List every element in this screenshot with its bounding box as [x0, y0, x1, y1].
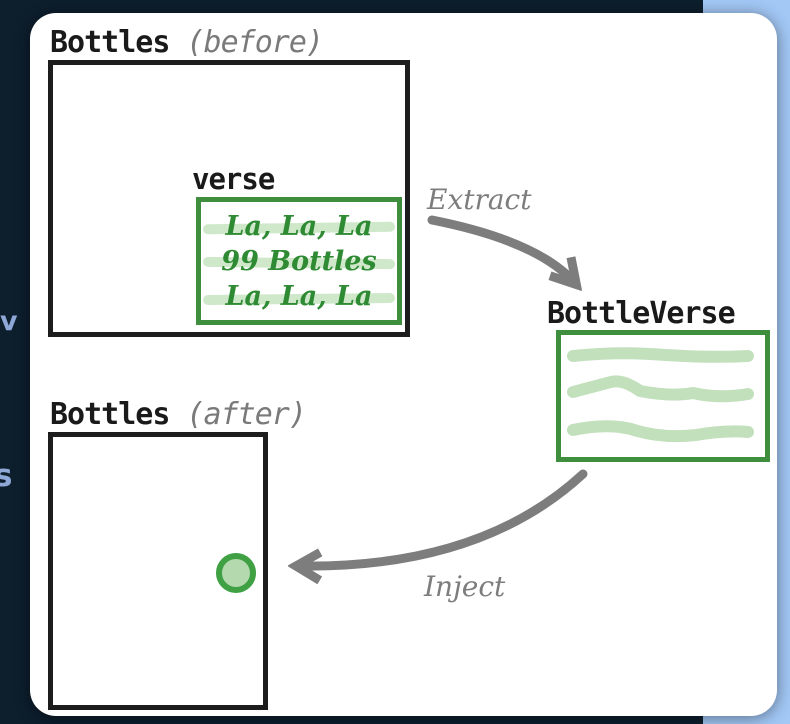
bottleverse-content-waves-icon [567, 347, 754, 443]
clipped-background-text-v: v [0, 306, 18, 337]
verse-box-content: La, La, La 99 Bottles La, La, La [201, 202, 397, 320]
verse-line-3: La, La, La [225, 280, 373, 312]
bottleverse-title: BottleVerse [547, 296, 736, 331]
verse-line-1: La, La, La [225, 210, 373, 242]
after-title: Bottles (after) [50, 397, 307, 432]
before-title: Bottles (before) [50, 25, 324, 60]
bottleverse-box [556, 330, 770, 462]
inject-label: Inject [424, 570, 506, 603]
after-title-qualifier: (after) [186, 397, 307, 432]
inject-arrow-icon [298, 469, 588, 566]
before-title-class-name: Bottles [50, 25, 170, 60]
extract-label: Extract [427, 183, 532, 216]
verse-box: La, La, La 99 Bottles La, La, La [196, 197, 402, 325]
verse-method-label: verse [192, 162, 275, 196]
extract-arrow-icon [427, 215, 575, 283]
verse-line-2: 99 Bottles [221, 245, 377, 277]
slide-panel: Bottles (before) verse La, La, La 99 Bot… [30, 13, 777, 716]
clipped-background-text-s: s [0, 458, 13, 494]
after-title-class-name: Bottles [50, 397, 170, 432]
injected-bottleverse-dot-icon [216, 553, 256, 593]
before-title-qualifier: (before) [186, 25, 324, 60]
